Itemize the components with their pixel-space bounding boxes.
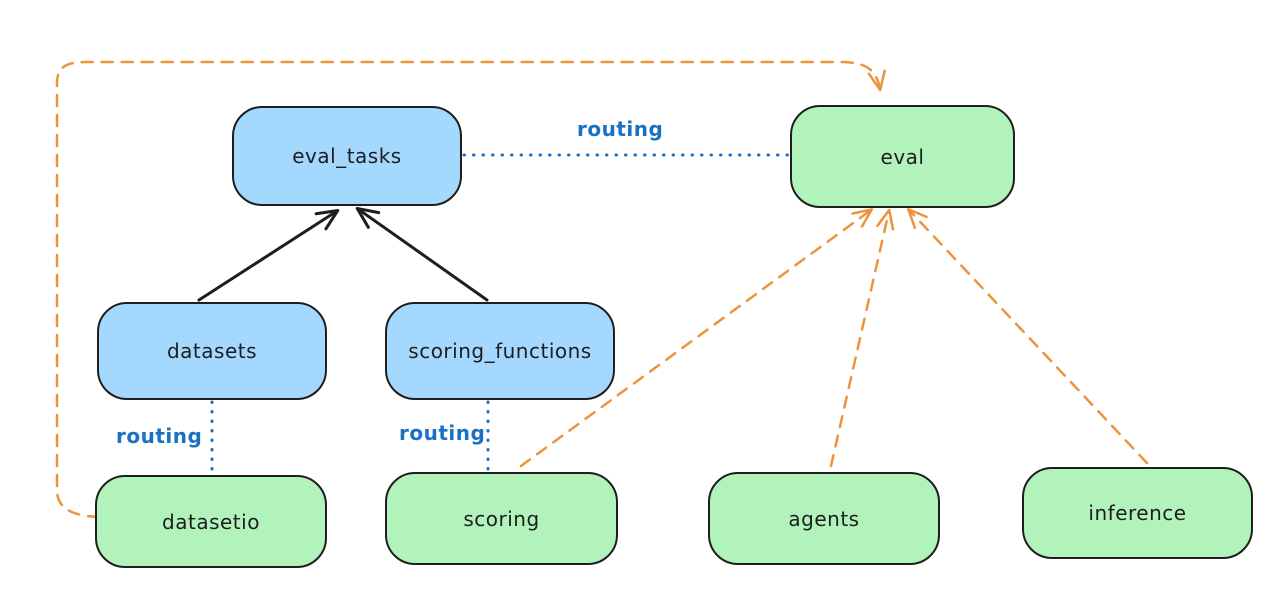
node-eval-tasks-label: eval_tasks: [292, 144, 402, 168]
edge-inference-to-eval: [907, 208, 1149, 465]
node-inference: inference: [1022, 467, 1253, 559]
node-scoring-label: scoring: [463, 506, 540, 531]
node-datasets-label: datasets: [166, 339, 258, 363]
node-agents-label: agents: [788, 506, 860, 531]
edge-datasets-to-eval-tasks: [197, 208, 340, 302]
node-datasets: datasets: [97, 302, 327, 400]
node-inference-label: inference: [1088, 501, 1187, 525]
node-eval-tasks: eval_tasks: [232, 106, 462, 206]
edge-agents-to-eval: [829, 208, 895, 468]
edge-datasetio-to-eval: [55, 60, 886, 519]
node-eval: eval: [790, 105, 1015, 208]
edge-label-routing-eval-tasks-eval: routing: [577, 117, 664, 141]
node-agents: agents: [708, 472, 940, 565]
node-datasetio-label: datasetio: [162, 509, 260, 534]
node-datasetio: datasetio: [95, 475, 327, 568]
edge-label-routing-datasets-datasetio: routing: [116, 424, 203, 448]
node-scoring-functions-label: scoring_functions: [408, 339, 592, 363]
node-scoring: scoring: [385, 472, 618, 565]
edge-label-routing-scoring-functions-scoring: routing: [399, 421, 486, 445]
edge-scoring-functions-to-eval-tasks: [355, 206, 489, 302]
node-scoring-functions: scoring_functions: [385, 302, 615, 400]
node-eval-label: eval: [880, 144, 925, 169]
